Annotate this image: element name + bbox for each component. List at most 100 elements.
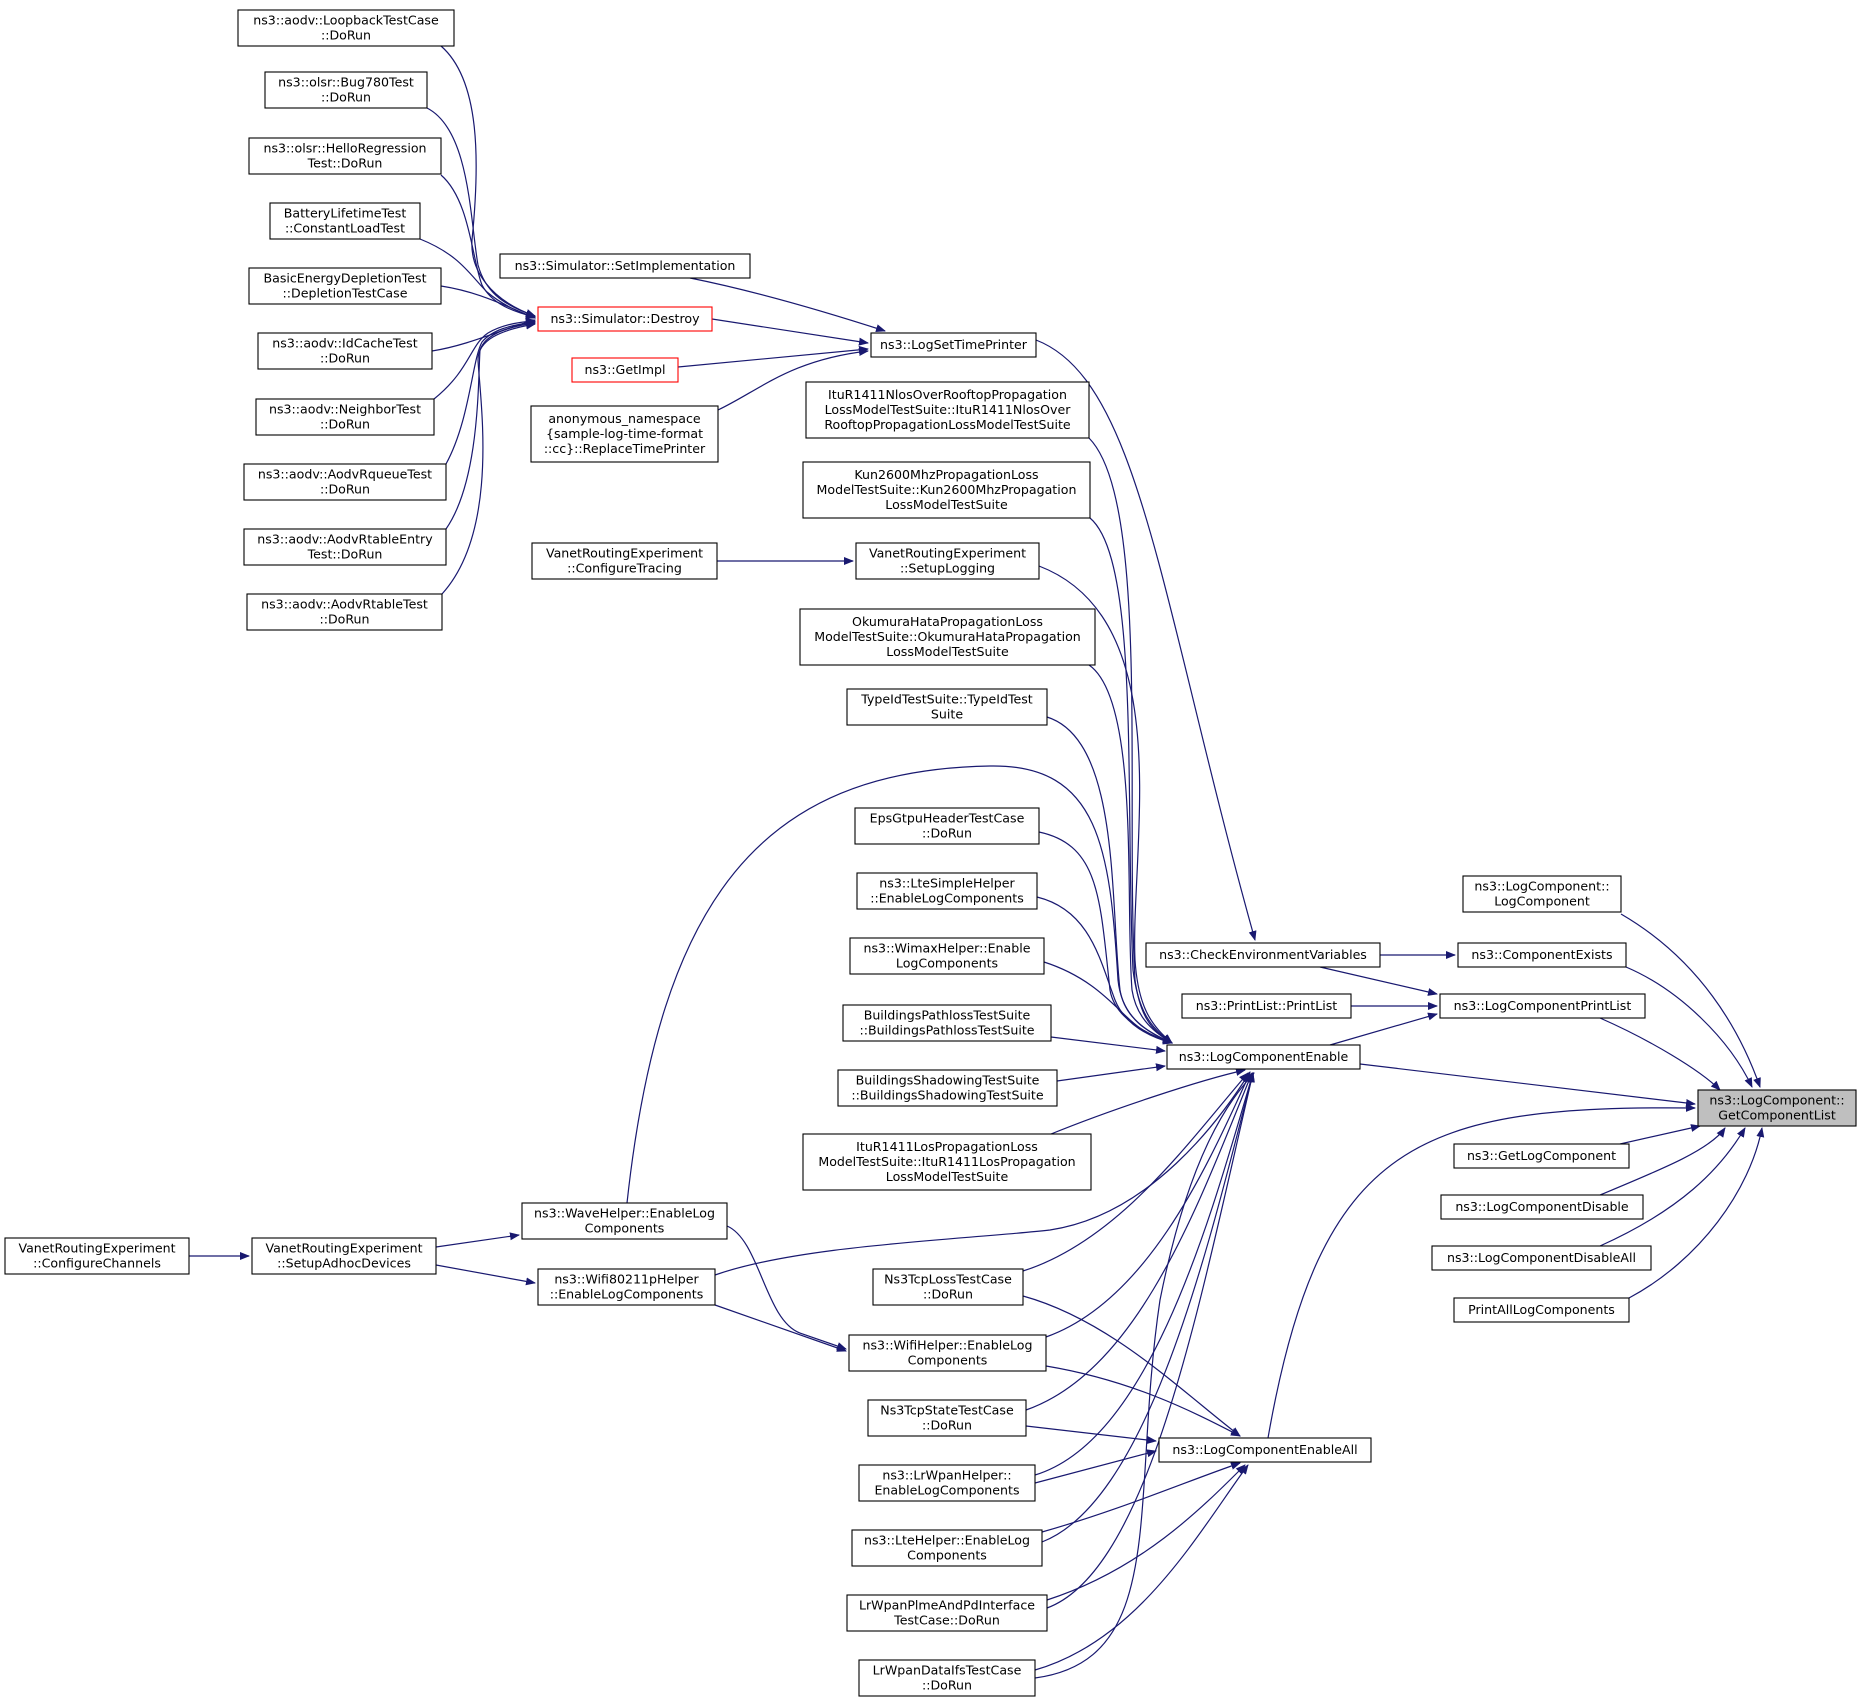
node-basicenergydepletiontest-depletiontestcase[interactable]: BasicEnergyDepletionTest::DepletionTestC… — [248, 267, 442, 305]
node-ns3-ltehelper-enablelog-components[interactable]: ns3::LteHelper::EnableLogComponents — [851, 1529, 1043, 1567]
edge-n38-n41 — [1034, 1072, 1255, 1679]
node-ns3-checkenvironmentvariables[interactable]: ns3::CheckEnvironmentVariables — [1145, 942, 1381, 968]
node-ns3-logcomponentenableall[interactable]: ns3::LogComponentEnableAll — [1158, 1437, 1372, 1463]
edge-n46-n50 — [1619, 1124, 1701, 1145]
node-okumurahatapropagationloss-modeltestsuite-okumurahatapropagation-lossmodeltestsuite[interactable]: OkumuraHataPropagationLossModelTestSuite… — [799, 608, 1096, 666]
node-box — [846, 688, 1048, 726]
node-itur1411nlosoverrooftoppropagation-lossmodeltestsuite-itur1411nlosover-rooftoppropagationlossmodeltestsuite[interactable]: ItuR1411NlosOverRooftopPropagationLossMo… — [805, 381, 1090, 439]
node-ns3-wavehelper-enablelog-components[interactable]: ns3::WaveHelper::EnableLogComponents — [521, 1202, 728, 1240]
edge-arrow — [711, 318, 869, 346]
node-label: VanetRoutingExperiment — [546, 546, 703, 561]
edge-arrow — [1625, 966, 1753, 1088]
node-label: ns3::Simulator::Destroy — [550, 311, 700, 326]
node-box — [243, 463, 447, 501]
node-vanetroutingexperiment-configurechannels[interactable]: VanetRoutingExperiment::ConfigureChannel… — [4, 1237, 190, 1275]
node-box — [802, 461, 1091, 519]
node-ns3-getlogcomponent[interactable]: ns3::GetLogComponent — [1453, 1143, 1630, 1169]
node-label: LossModelTestSuite — [886, 644, 1009, 659]
node-box — [237, 9, 455, 47]
node-label: ns3::Wifi80211pHelper — [554, 1272, 699, 1287]
edge-n11-n15 — [689, 277, 886, 333]
node-ns3-logsettimeprinter[interactable]: ns3::LogSetTimePrinter — [870, 332, 1037, 358]
node-box — [257, 332, 433, 370]
node-ns3-printlist-printlist[interactable]: ns3::PrintList::PrintList — [1181, 993, 1352, 1019]
node-buildingsshadowingtestsuite-buildingsshadowingtestsuite[interactable]: BuildingsShadowingTestSuite::BuildingsSh… — [837, 1069, 1058, 1107]
node-box — [1166, 1044, 1361, 1070]
node-ns3-ltesimplehelper-enablelogcomponents[interactable]: ns3::LteSimpleHelper::EnableLogComponent… — [856, 872, 1038, 910]
edge-arrow — [1050, 1036, 1166, 1054]
node-ns3-logcomponentenable[interactable]: ns3::LogComponentEnable — [1166, 1044, 1361, 1070]
node-label: BasicEnergyDepletionTest — [263, 271, 426, 286]
edge-arrow — [1025, 1425, 1157, 1444]
edge-n36-n41 — [1041, 1072, 1255, 1543]
node-buildingspathlosstestsuite-buildingspathlosstestsuite[interactable]: BuildingsPathlossTestSuite::BuildingsPat… — [842, 1004, 1052, 1042]
node-ns3-logcomponentdisable[interactable]: ns3::LogComponentDisable — [1440, 1194, 1644, 1220]
edge-n38-n42 — [1034, 1464, 1249, 1671]
edge-n33-n42 — [1045, 1365, 1241, 1437]
edge-n23-n41 — [1036, 896, 1173, 1045]
node-ns3-aodv-neighbortest-dorun[interactable]: ns3::aodv::NeighborTest::DoRun — [255, 398, 435, 436]
node-ns3-wifi80211phelper-enablelogcomponents[interactable]: ns3::Wifi80211pHelper::EnableLogComponen… — [537, 1268, 716, 1306]
node-lrwpandataifstestcase-dorun[interactable]: LrWpanDataIfsTestCase::DoRun — [858, 1659, 1036, 1697]
edge-arrow — [445, 319, 536, 465]
node-label: ModelTestSuite::ItuR1411LosPropagation — [818, 1154, 1075, 1169]
node-ns3-logcomponent-logcomponent[interactable]: ns3::LogComponent::LogComponent — [1462, 875, 1622, 913]
edge-arrow — [435, 1264, 536, 1286]
node-itur1411lospropagationloss-modeltestsuite-itur1411lospropagation-lossmodeltestsuite[interactable]: ItuR1411LosPropagationLossModelTestSuite… — [802, 1133, 1092, 1191]
node-box — [849, 937, 1045, 975]
node-ns3tcplosstestcase-dorun[interactable]: Ns3TcpLossTestCase::DoRun — [872, 1268, 1024, 1306]
edge-arrow — [1050, 1068, 1246, 1135]
node-ns3-simulator-setimplementation[interactable]: ns3::Simulator::SetImplementation — [499, 253, 751, 279]
node-ns3-wifihelper-enablelog-components[interactable]: ns3::WifiHelper::EnableLogComponents — [848, 1334, 1047, 1372]
node-ns3-componentexists[interactable]: ns3::ComponentExists — [1457, 942, 1627, 968]
edge-n17-n41 — [1089, 517, 1173, 1044]
node-label: Components — [585, 1221, 665, 1236]
node-batterylifetimetest-constantloadtest[interactable]: BatteryLifetimeTest::ConstantLoadTest — [269, 202, 421, 240]
edge-n32-n42 — [1022, 1295, 1241, 1437]
node-ns3-aodv-loopbacktestcase-dorun[interactable]: ns3::aodv::LoopbackTestCase::DoRun — [237, 9, 455, 47]
node-label: ::SetupLogging — [900, 561, 995, 576]
node-box — [802, 1133, 1092, 1191]
edge-n14-n15 — [717, 348, 869, 411]
node-ns3tcpstatetestcase-dorun[interactable]: Ns3TcpStateTestCase::DoRun — [867, 1399, 1027, 1437]
node-label: ModelTestSuite::Kun2600MhzPropagation — [817, 482, 1077, 497]
node-anonymous-namespace-sample-log-time-format-cc-replacetimeprinter[interactable]: anonymous_namespace{sample-log-time-form… — [530, 405, 719, 463]
node-label: anonymous_namespace — [548, 411, 701, 426]
node-ns3-aodv-idcachetest-dorun[interactable]: ns3::aodv::IdCacheTest::DoRun — [257, 332, 433, 370]
edge-arrow — [440, 174, 536, 319]
edge-arrow — [1034, 1072, 1255, 1679]
node-label: ::DepletionTestCase — [283, 286, 408, 301]
node-label: LrWpanPlmeAndPdInterface — [859, 1598, 1035, 1613]
node-label: ::DoRun — [922, 1678, 972, 1693]
node-ns3-simulator-destroy[interactable]: ns3::Simulator::Destroy — [537, 306, 713, 332]
node-ns3-getimpl[interactable]: ns3::GetImpl — [571, 357, 679, 383]
node-ns3-logcomponentprintlist[interactable]: ns3::LogComponentPrintList — [1439, 993, 1646, 1019]
node-vanetroutingexperiment-setuplogging[interactable]: VanetRoutingExperiment::SetupLogging — [855, 542, 1040, 580]
node-label: ::DoRun — [321, 28, 371, 43]
edge-arrow — [1036, 896, 1173, 1045]
node-epsgtpuheadertestcase-dorun[interactable]: EpsGtpuHeaderTestCase::DoRun — [854, 807, 1040, 845]
node-ns3-olsr-bug780test-dorun[interactable]: ns3::olsr::Bug780Test::DoRun — [264, 71, 428, 109]
node-vanetroutingexperiment-setupadhocdevices[interactable]: VanetRoutingExperiment::SetupAdhocDevice… — [251, 1237, 437, 1275]
node-box — [571, 357, 679, 383]
node-printalllogcomponents[interactable]: PrintAllLogComponents — [1453, 1297, 1630, 1323]
node-kun2600mhzpropagationloss-modeltestsuite-kun2600mhzpropagation-lossmodeltestsuite[interactable]: Kun2600MhzPropagationLossModelTestSuite:… — [802, 461, 1091, 519]
edge-arrow — [1046, 716, 1173, 1044]
edge-arrow — [1045, 1365, 1241, 1437]
edge-n16-n41 — [1088, 437, 1173, 1044]
node-typeidtestsuite-typeidtest-suite[interactable]: TypeIdTestSuite::TypeIdTestSuite — [846, 688, 1048, 726]
edge-arrow — [714, 1304, 847, 1352]
node-ns3-logcomponentdisableall[interactable]: ns3::LogComponentDisableAll — [1431, 1245, 1652, 1271]
node-ns3-wimaxhelper-enable-logcomponents[interactable]: ns3::WimaxHelper::EnableLogComponents — [849, 937, 1045, 975]
node-ns3-aodv-aodvrqueuetest-dorun[interactable]: ns3::aodv::AodvRqueueTest::DoRun — [243, 463, 447, 501]
node-label: ns3::WifiHelper::EnableLog — [863, 1338, 1033, 1353]
node-label: VanetRoutingExperiment — [265, 1241, 422, 1256]
node-ns3-lrwpanhelper-enablelogcomponents[interactable]: ns3::LrWpanHelper::EnableLogComponents — [858, 1464, 1036, 1502]
node-ns3-logcomponent-getcomponentlist: ns3::LogComponent::GetComponentList — [1697, 1089, 1857, 1127]
node-vanetroutingexperiment-configuretracing[interactable]: VanetRoutingExperiment::ConfigureTracing — [531, 542, 718, 580]
node-ns3-aodv-aodvrtabletest-dorun[interactable]: ns3::aodv::AodvRtableTest::DoRun — [246, 593, 443, 631]
node-label: ns3::aodv::AodvRtableTest — [261, 597, 428, 612]
